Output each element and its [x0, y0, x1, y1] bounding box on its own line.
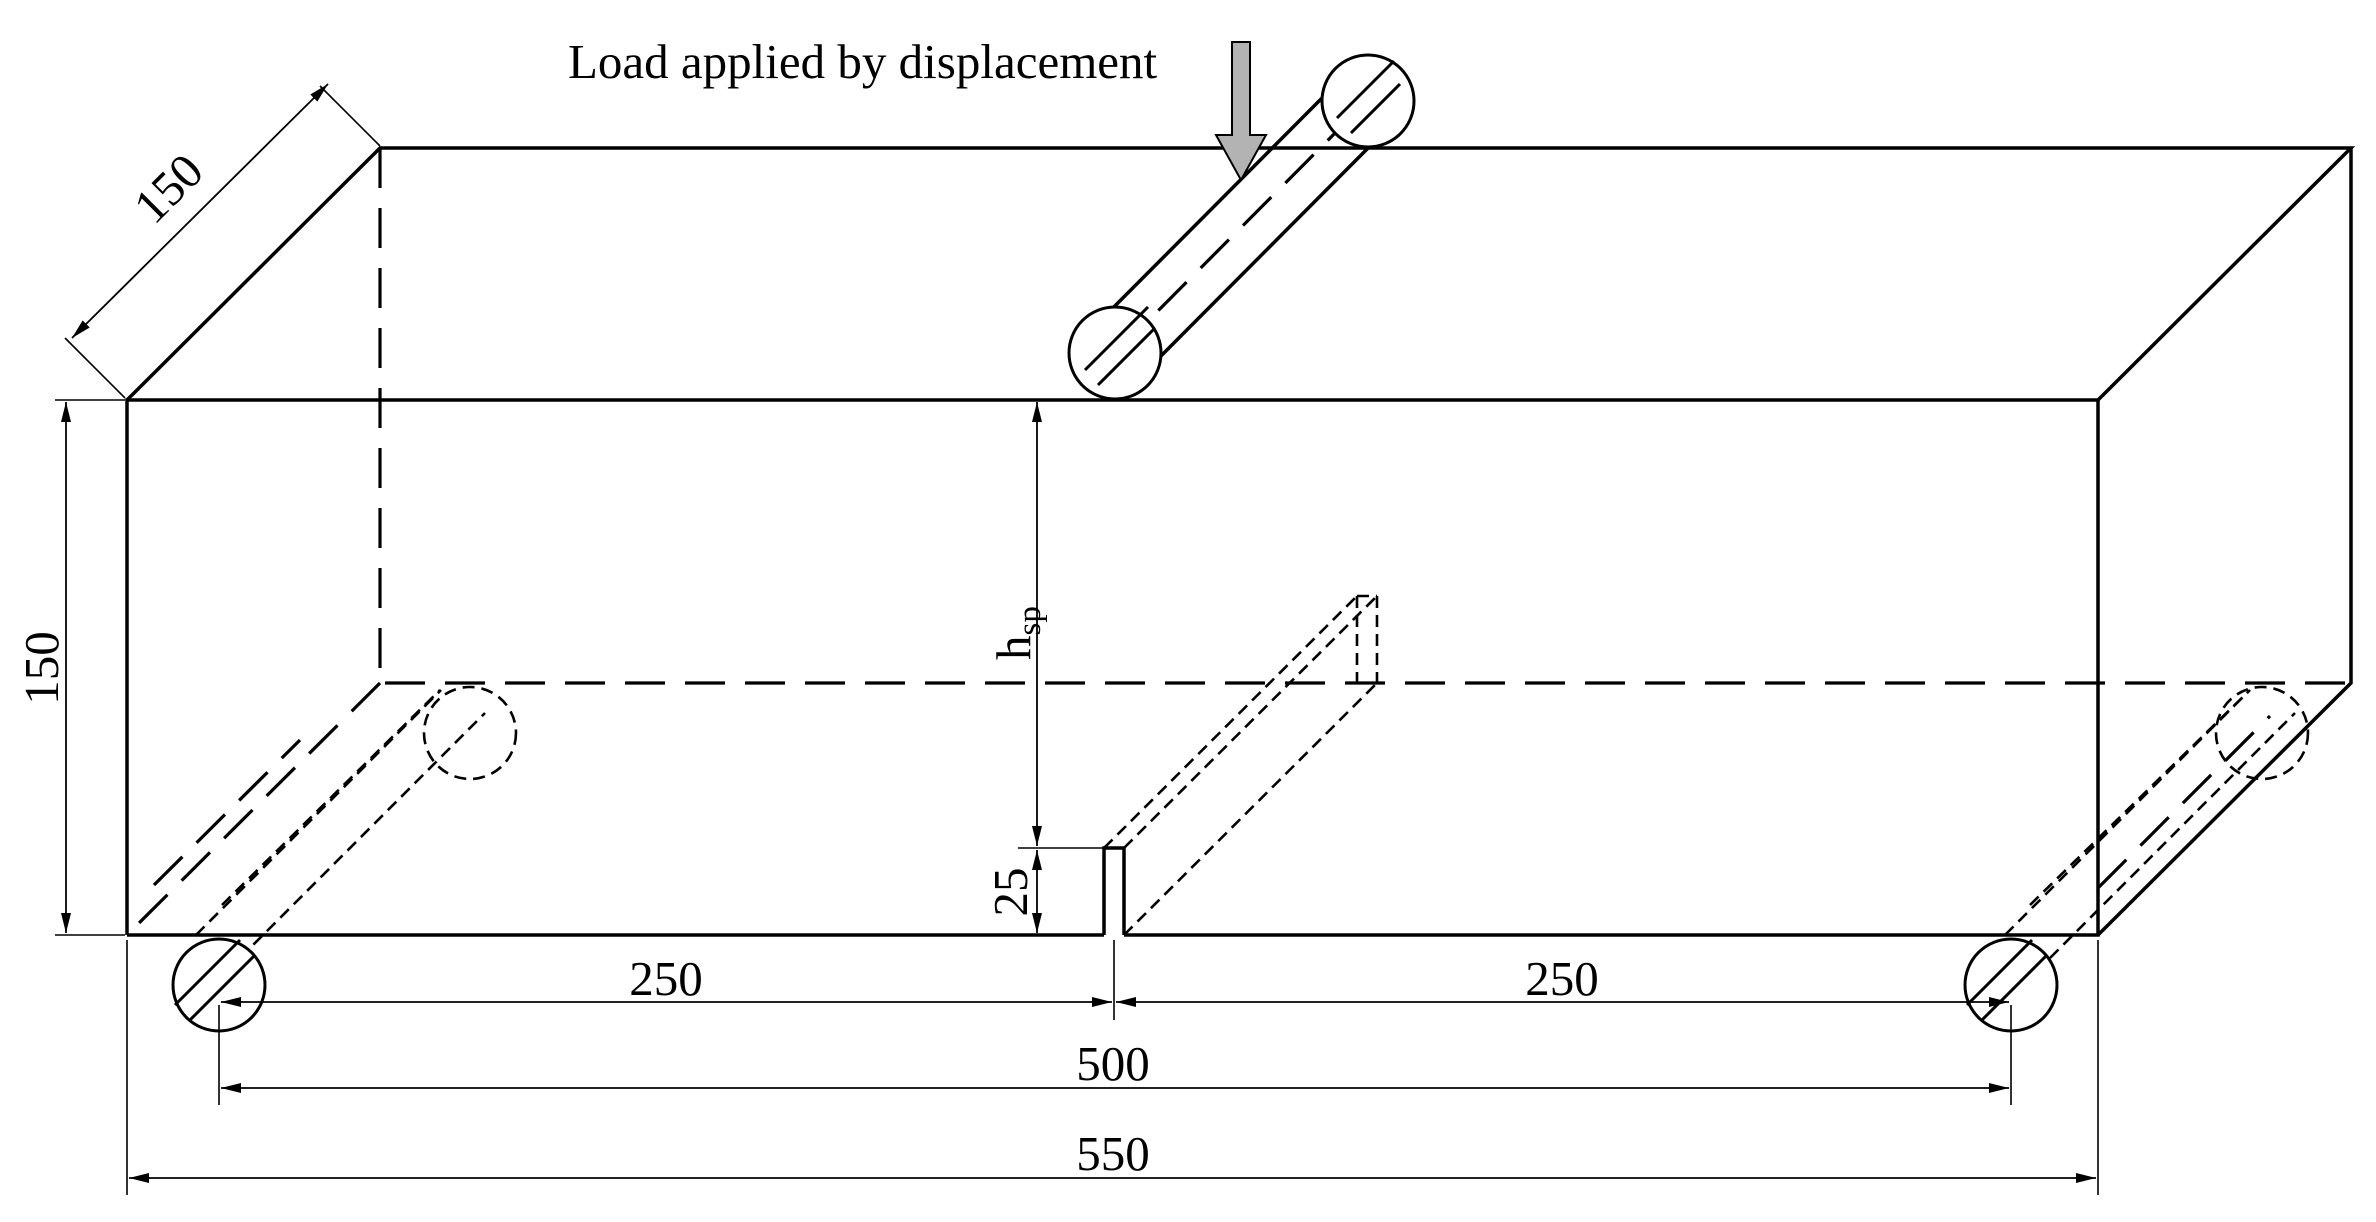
hsp-dimension: hsp: [986, 402, 1048, 846]
height-dimension: 150: [14, 399, 125, 936]
notch: [1102, 594, 1379, 936]
half-span-left-label: 250: [629, 951, 703, 1006]
load-label: Load applied by displacement: [568, 34, 1158, 89]
beam-hidden-edges: [125, 148, 2351, 937]
span-dimension: 500: [221, 1036, 2009, 1093]
beam: [125, 146, 2356, 937]
beam-right-face: [2096, 148, 2353, 937]
left-support-roller: [152, 685, 518, 1033]
notch-dimension: 25: [983, 847, 1104, 933]
depth-label: 150: [123, 143, 214, 234]
hsp-label: hsp: [986, 606, 1048, 660]
half-span-right-label: 250: [1525, 951, 1599, 1006]
depth-dimension: 150: [64, 83, 381, 399]
load-arrow-icon: [1214, 41, 1268, 183]
height-label: 150: [14, 631, 69, 705]
beam-front-face: [125, 398, 2100, 937]
length-dimension: 550: [129, 1126, 2096, 1183]
beam-top-face: [125, 146, 2356, 402]
load-roller: [1067, 53, 1416, 401]
length-label: 550: [1076, 1126, 1150, 1181]
right-support-roller: [1963, 685, 2310, 1033]
half-span-dimensions: 250 250: [126, 940, 2099, 1195]
notch-label: 25: [983, 868, 1038, 917]
span-label: 500: [1076, 1036, 1150, 1091]
